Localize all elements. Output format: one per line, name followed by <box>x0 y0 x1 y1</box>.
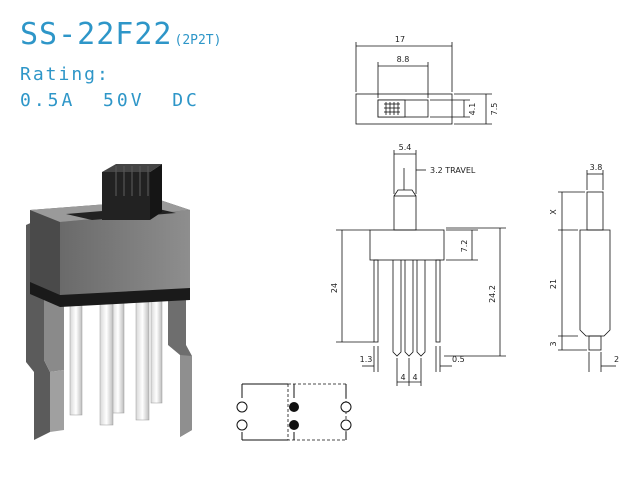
front-pitch-a-label: 4 <box>400 373 405 382</box>
side-body-height-label: 21 <box>549 279 558 289</box>
side-pin-width-label: 2 <box>614 355 619 364</box>
common-terminal-dot <box>289 402 299 412</box>
front-pin-offset-label: 1.3 <box>360 355 373 364</box>
travel-label: 3.2 TRAVEL <box>430 166 476 175</box>
top-slider-height-label: 4.1 <box>468 103 477 116</box>
side-knob-width-label: 3.8 <box>590 163 603 172</box>
top-view-drawing <box>355 42 492 125</box>
title-block: SS-22F22(2P2T) Rating: 0.5A 50V DC <box>20 18 221 114</box>
side-pin-length-label: 3 <box>549 341 558 346</box>
front-body-height-label: 7.2 <box>460 240 469 253</box>
terminal-dot <box>340 401 352 413</box>
front-pin-thickness-label: 0.5 <box>452 355 465 364</box>
terminal-dot <box>236 401 248 413</box>
side-knob-height-label: X <box>549 209 558 215</box>
terminal-dot <box>236 419 248 431</box>
top-width-label: 17 <box>395 35 405 44</box>
front-pin-length-label: 24 <box>330 283 339 293</box>
front-total-height-label: 24.2 <box>488 285 497 303</box>
front-pitch-b-label: 4 <box>412 373 417 382</box>
common-terminal-dot <box>289 420 299 430</box>
model-title: SS-22F22(2P2T) <box>20 18 221 58</box>
top-slider-width-label: 8.8 <box>397 55 410 64</box>
pole-config: (2P2T) <box>174 33 222 48</box>
rating-label: Rating: <box>20 64 110 85</box>
top-body-height-label: 7.5 <box>490 103 499 116</box>
front-view-drawing <box>336 150 506 386</box>
terminal-dot <box>340 419 352 431</box>
front-knob-width-label: 5.4 <box>399 143 412 152</box>
rating-value: 0.5A 50V DC <box>20 90 200 111</box>
switch-photo <box>26 164 192 440</box>
slider-knob <box>102 172 150 220</box>
model-number: SS-22F22 <box>20 17 173 52</box>
circuit-schematic <box>236 383 352 441</box>
side-view-drawing <box>558 170 616 372</box>
